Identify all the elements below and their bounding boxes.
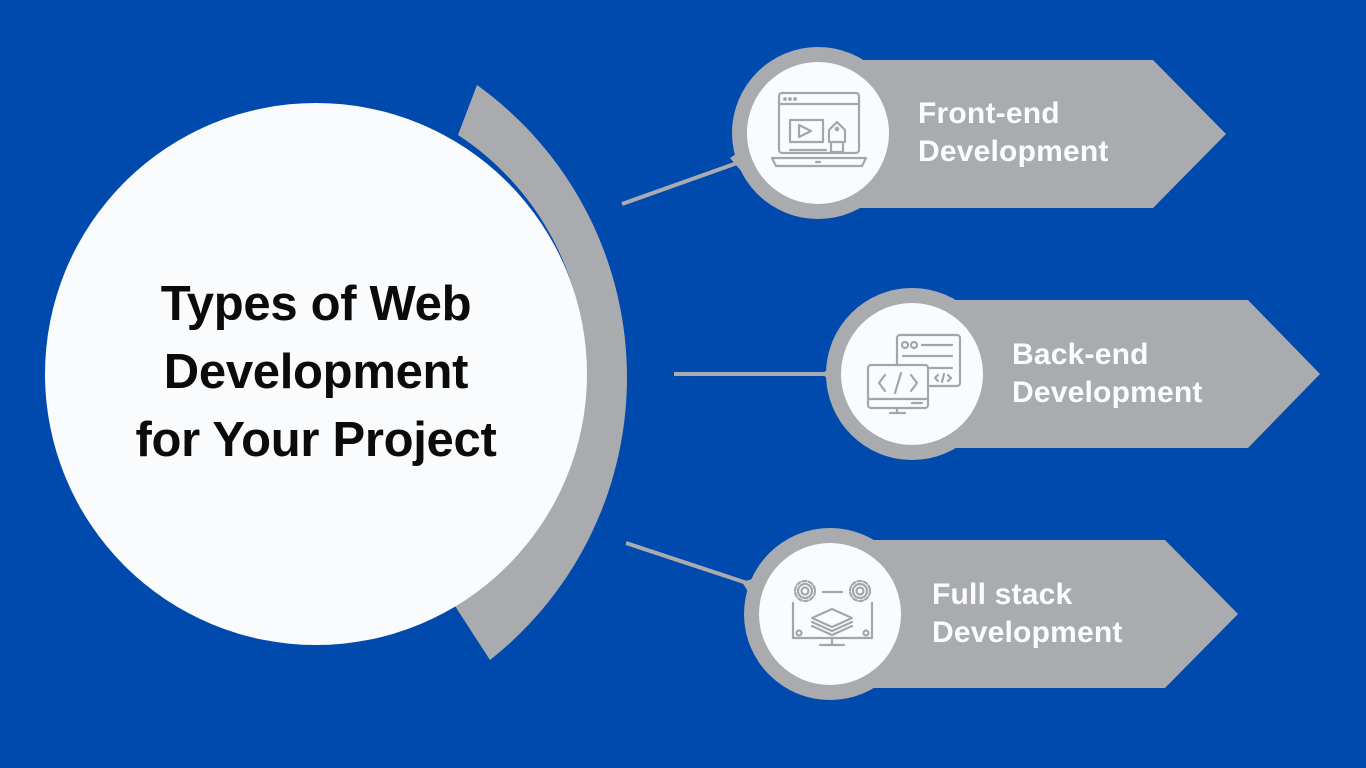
hub-crescent-ring — [455, 85, 627, 660]
ring-notch-back-end — [822, 364, 834, 384]
hub-title: Types of Web Development for Your Projec… — [66, 270, 566, 474]
label-back-end-line-2: Development — [1012, 376, 1203, 409]
label-full-stack-line-2: Development — [932, 616, 1123, 649]
ring-notch-front-end — [730, 150, 742, 172]
arrow-banner-back-end — [912, 300, 1320, 448]
label-full-stack-line-1: Full stack — [932, 578, 1073, 611]
hub-circle — [45, 103, 587, 645]
code-windows-icon — [866, 333, 962, 415]
branch-front-end[interactable] — [730, 47, 1226, 219]
branch-full-stack[interactable] — [742, 528, 1238, 700]
branch-back-end[interactable] — [822, 288, 1320, 460]
label-back-end: Back-end Development — [1012, 336, 1203, 412]
hub-title-line-1: Types of Web — [160, 277, 472, 331]
arrow-banner-full-stack — [830, 540, 1238, 688]
connector-front-end — [621, 160, 741, 206]
label-front-end-line-1: Front-end — [918, 97, 1060, 130]
gears-stack-monitor-icon — [791, 579, 874, 647]
ring-notch-full-stack — [742, 578, 756, 598]
connector-lines — [621, 160, 830, 586]
laptop-design-icon — [770, 91, 868, 168]
icon-disc-front-end — [747, 62, 889, 204]
arrow-banner-front-end — [818, 60, 1226, 208]
label-front-end: Front-end Development — [918, 95, 1109, 171]
label-back-end-line-1: Back-end — [1012, 338, 1149, 371]
label-full-stack: Full stack Development — [932, 576, 1123, 652]
icon-disc-full-stack — [759, 543, 901, 685]
hub-title-line-3: for Your Project — [135, 413, 497, 467]
hub-title-line-2: Development — [163, 345, 469, 399]
connector-full-stack — [625, 541, 751, 586]
label-front-end-line-2: Development — [918, 135, 1109, 168]
